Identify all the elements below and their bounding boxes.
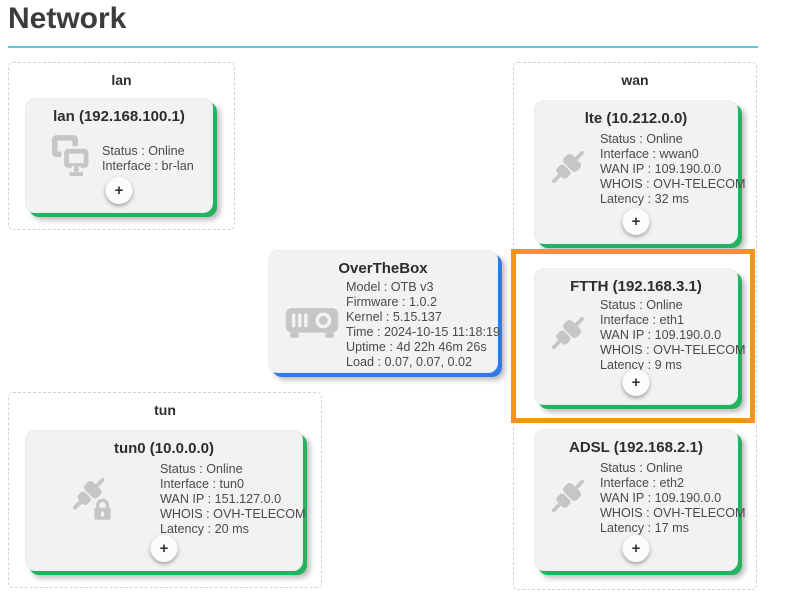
card-title: OverTheBox [338, 260, 428, 277]
card-details: Status : Online Interface : eth2 WAN IP … [600, 461, 746, 536]
group-wan-label: wan [621, 72, 649, 88]
detail-line: Load : 0.07, 0.07, 0.02 [346, 355, 473, 369]
detail-line: Firmware : 1.0.2 [346, 295, 437, 309]
detail-line: WAN IP : 151.127.0.0 [160, 492, 282, 506]
detail-line: WAN IP : 109.190.0.0 [600, 162, 722, 176]
detail-line: Kernel : 5.15.137 [346, 310, 442, 324]
plug-connector-icon [545, 468, 591, 529]
plug-connector-icon [545, 305, 591, 366]
detail-line: WHOIS : OVH-TELECOM [600, 343, 746, 357]
card-adsl[interactable]: ADSL (192.168.2.1) Status : Online Int [534, 429, 746, 571]
group-lan-label: lan [111, 72, 132, 88]
detail-line: Interface : eth1 [600, 313, 685, 327]
lan-computers-icon [50, 130, 94, 187]
group-tun-label: tun [154, 402, 176, 418]
group-wan: wan lte (10.212.0.0) Status : Online [513, 62, 757, 590]
detail-line: Time : 2024-10-15 11:18:19 [346, 325, 501, 339]
detail-line: Interface : wwan0 [600, 147, 699, 161]
card-title: ADSL (192.168.2.1) [569, 439, 703, 456]
card-tun0[interactable]: tun0 (10.0.0.0) [25, 430, 306, 571]
detail-line: WHOIS : OVH-TELECOM [600, 177, 746, 191]
card-lan[interactable]: lan (192.168.100.1) Status : Online Inte… [25, 98, 213, 213]
add-details-button[interactable]: + [150, 535, 178, 562]
detail-line: Status : Online [600, 461, 683, 475]
card-details: Status : Online Interface : tun0 WAN IP … [160, 462, 306, 537]
detail-line: WHOIS : OVH-TELECOM [160, 507, 306, 521]
card-title: lan (192.168.100.1) [53, 108, 185, 125]
card-title: tun0 (10.0.0.0) [113, 440, 215, 457]
router-box-icon [284, 302, 340, 349]
detail-line: Latency : 9 ms [600, 358, 682, 372]
page-title: Network [8, 2, 127, 35]
detail-line: Status : Online [102, 143, 185, 158]
card-details: Status : Online Interface : eth1 WAN IP … [600, 298, 746, 373]
detail-line: Latency : 20 ms [160, 522, 249, 536]
detail-line: Status : Online [600, 298, 683, 312]
plug-connector-icon [545, 139, 591, 200]
detail-line: WAN IP : 109.190.0.0 [600, 328, 722, 342]
detail-line: Interface : eth2 [600, 476, 685, 490]
detail-line: Latency : 32 ms [600, 192, 689, 206]
detail-line: Status : Online [160, 462, 243, 476]
group-lan: lan lan (192.168.100.1) Status : Online [8, 62, 235, 230]
add-details-button[interactable]: + [622, 535, 650, 562]
card-details: Status : Online Interface : br-lan [102, 144, 194, 174]
add-details-button[interactable]: + [105, 177, 133, 204]
detail-line: Model : OTB v3 [346, 280, 434, 294]
title-underline [8, 46, 758, 48]
detail-line: Interface : br-lan [102, 158, 194, 173]
detail-line: WAN IP : 109.190.0.0 [600, 491, 722, 505]
detail-line: Status : Online [600, 132, 683, 146]
card-details: Model : OTB v3 Firmware : 1.0.2 Kernel :… [346, 280, 500, 370]
card-title: lte (10.212.0.0) [584, 110, 688, 127]
card-lte[interactable]: lte (10.212.0.0) Status : Online Inter [534, 100, 746, 244]
card-overthebox[interactable]: OverTheBox Model : OTB v3 Firmware : 1.0… [268, 250, 500, 373]
detail-line: Latency : 17 ms [600, 521, 689, 535]
card-title: FTTH (192.168.3.1) [570, 278, 702, 295]
plug-lock-icon [66, 468, 118, 531]
detail-line: Uptime : 4d 22h 46m 26s [346, 340, 487, 354]
card-details: Status : Online Interface : wwan0 WAN IP… [600, 132, 746, 207]
card-ftth[interactable]: FTTH (192.168.3.1) Status : Online Int [534, 268, 746, 405]
add-details-button[interactable]: + [622, 208, 650, 235]
group-tun: tun tun0 (10.0.0.0) [8, 392, 322, 588]
detail-line: WHOIS : OVH-TELECOM [600, 506, 746, 520]
detail-line: Interface : tun0 [160, 477, 245, 491]
add-details-button[interactable]: + [622, 369, 650, 396]
